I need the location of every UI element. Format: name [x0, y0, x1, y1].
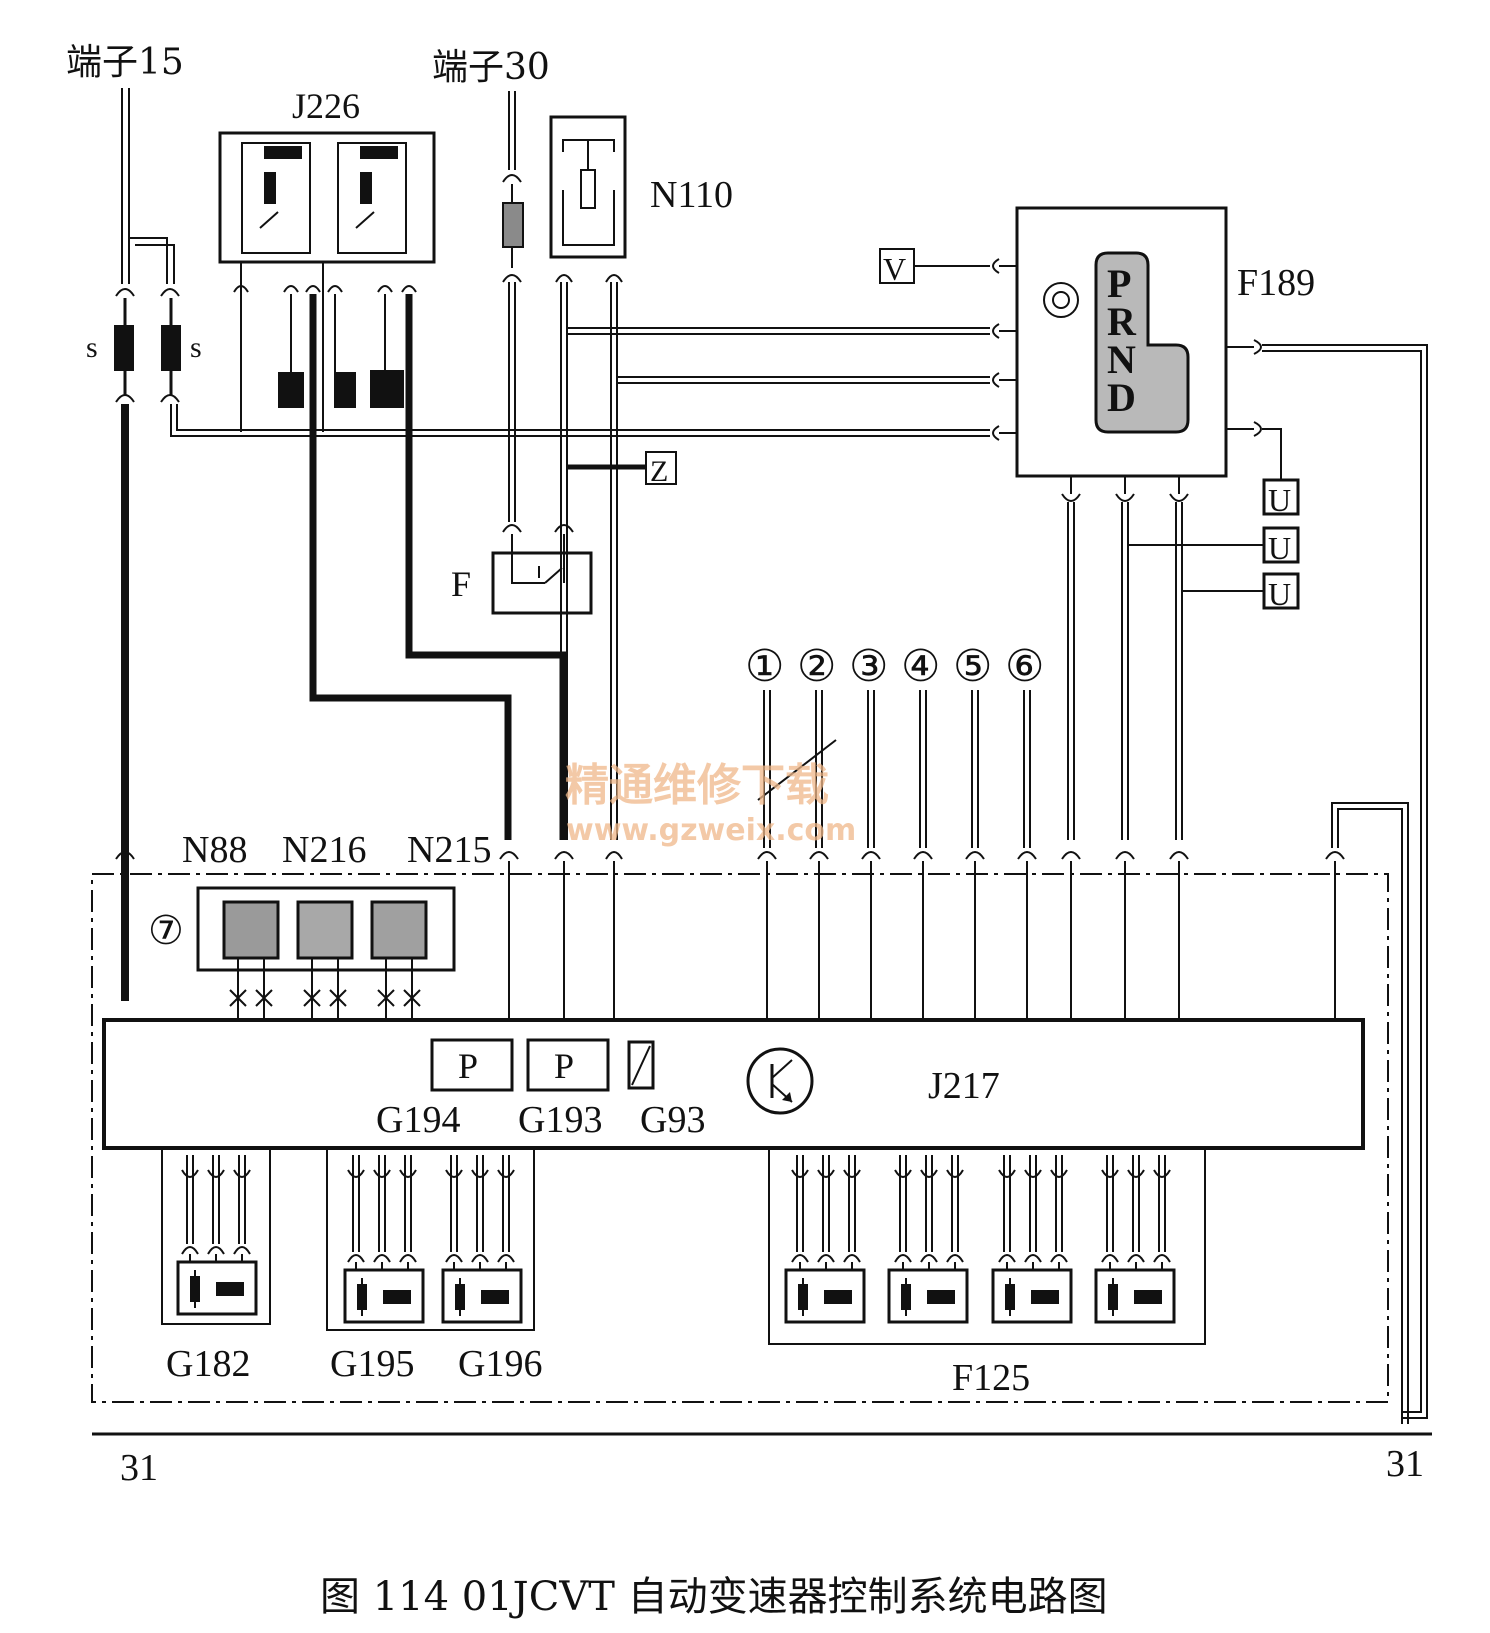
connector-2: ②: [797, 642, 836, 691]
connector-4: ④: [901, 642, 940, 691]
figure-caption: 图 114 01JCVT 自动变速器控制系统电路图: [320, 1574, 1108, 1620]
sensor-g195: [343, 1268, 425, 1324]
ground-31-right: 31: [1386, 1443, 1424, 1485]
f189-bottom-wires: [1061, 476, 1264, 840]
selector-r: R: [1107, 299, 1137, 344]
z-box: [645, 451, 677, 485]
relay-j226: [218, 131, 436, 432]
g93-label: G93: [640, 1099, 705, 1141]
selector-d: D: [1107, 375, 1136, 420]
selector-p: P: [1107, 261, 1131, 306]
g182-label: G182: [166, 1343, 250, 1385]
f189-selector: [992, 206, 1228, 478]
numbered-connectors: ① ② ③ ④ ⑤ ⑥: [745, 642, 1044, 691]
g194-p-label: P: [458, 1046, 478, 1086]
transistor-icon: [746, 1047, 814, 1115]
circle-7-label: ⑦: [148, 908, 184, 953]
fuse-t30: [502, 202, 524, 248]
tcu-housing-boundary: [91, 873, 1389, 1403]
solenoid-block: [196, 886, 456, 1020]
j217-top-connector-arcs: [115, 851, 1345, 860]
u-box-2: [1262, 526, 1300, 564]
g193-label: G193: [518, 1099, 602, 1141]
u-label-1: U: [1268, 482, 1291, 518]
terminal-30-wiring: [502, 91, 524, 533]
f-switch: [491, 534, 593, 615]
watermark-line2: www.gzweix.com: [566, 813, 856, 848]
connector-5: ⑤: [953, 642, 992, 691]
g193-p-label: P: [554, 1046, 574, 1086]
connector-1: ①: [745, 642, 784, 691]
terminal-30-label: 端子30: [432, 47, 550, 88]
z-label: Z: [650, 455, 668, 488]
fuse-label-right: s: [190, 331, 202, 364]
g193-sensor-box: [526, 1038, 610, 1092]
n110-pins: [554, 274, 623, 840]
u-box-1: [1262, 478, 1300, 516]
fuse-right: [161, 325, 181, 371]
n215-label: N215: [407, 829, 491, 871]
f189-label: F189: [1237, 262, 1315, 304]
n88-label: N88: [182, 829, 247, 871]
numbered-connector-wires: [757, 690, 1031, 848]
wires-into-j217: [508, 861, 1336, 1020]
watermark-line1: 精通维修下载: [565, 760, 829, 811]
f-label: F: [451, 564, 471, 604]
j217-label: J217: [928, 1065, 1000, 1107]
n110-solenoid: [549, 115, 627, 259]
u-label-2: U: [1268, 530, 1291, 566]
selector-n: N: [1107, 337, 1136, 382]
fuse-label-left: s: [86, 331, 98, 364]
terminal-15-label: 端子15: [66, 42, 184, 83]
bottom-sensors: [161, 1147, 1206, 1345]
terminal-15-wiring: [114, 88, 990, 1001]
g93-sensor-box: [627, 1040, 655, 1090]
connector-6: ⑥: [1005, 642, 1044, 691]
g194-label: G194: [376, 1099, 460, 1141]
relay-j226-label: J226: [292, 86, 360, 126]
sensor-g196: [441, 1268, 523, 1324]
f125-label: F125: [952, 1357, 1030, 1399]
g196-label: G196: [458, 1343, 542, 1385]
g194-sensor-box: [430, 1038, 514, 1092]
v-label: V: [883, 251, 906, 287]
n110-label: N110: [650, 174, 733, 216]
j217-control-unit: [102, 1018, 1365, 1150]
ground-31-left: 31: [120, 1447, 158, 1489]
fuse-left: [114, 325, 134, 371]
u-label-3: U: [1268, 576, 1291, 612]
g195-label: G195: [330, 1343, 414, 1385]
connector-3: ③: [849, 642, 888, 691]
n216-label: N216: [282, 829, 366, 871]
